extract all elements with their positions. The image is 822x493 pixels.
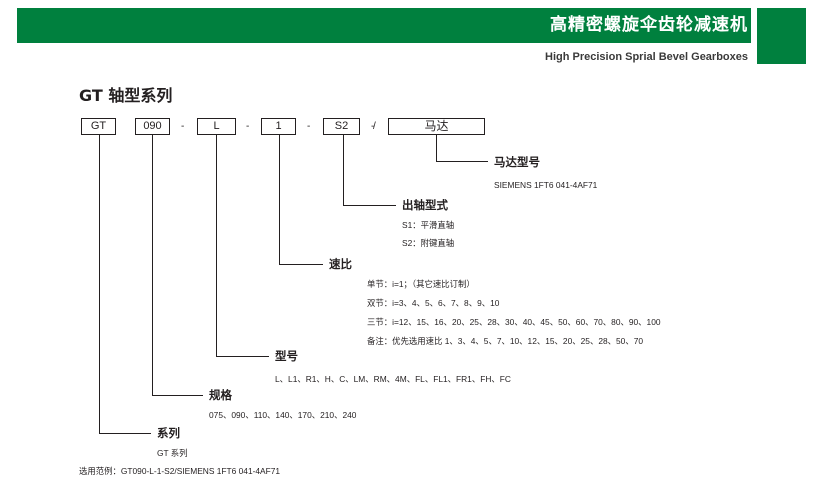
connector-line-model: [216, 356, 269, 357]
connector-line-shaft: [343, 205, 396, 206]
code-box-model: L: [197, 118, 236, 135]
code-box-shaft: S2: [323, 118, 360, 135]
code-box-motor: 马达: [388, 118, 485, 135]
header-accent-square: [757, 8, 806, 64]
separator: -: [246, 121, 250, 132]
ratio-detail: 单节：i=1；（其它速比订制）: [367, 279, 475, 289]
shaft-label: 出轴型式: [402, 198, 448, 212]
series-label: 系列: [157, 426, 180, 440]
ratio-detail: 三节：i=12、15、16、20、25、28、30、40、45、50、60、70…: [367, 317, 661, 327]
ratio-label: 速比: [329, 257, 352, 271]
model-label: 型号: [275, 349, 298, 363]
connector-line-motor: [436, 135, 437, 161]
motor-label: 马达型号: [494, 155, 540, 169]
connector-line-ratio: [279, 264, 323, 265]
ratio-detail: 备注：优先选用速比 1、3、4、5、7、10、12、15、20、25、28、50…: [367, 336, 644, 346]
model-detail: L、L1、R1、H、C、LM、RM、4M、FL、FL1、FR1、FH、FC: [275, 374, 511, 384]
example-text: 选用范例：GT090-L-1-S2/SIEMENS 1FT6 041-4AF71: [79, 466, 281, 476]
header-bar: [17, 8, 751, 43]
shaft-detail: S2：附键直轴: [402, 238, 455, 248]
shaft-detail: S1：平滑直轴: [402, 220, 455, 230]
separator: -: [371, 121, 375, 132]
separator: -: [181, 121, 185, 132]
connector-line-ratio: [279, 135, 280, 264]
connector-line-series: [99, 433, 151, 434]
code-box-ratio: 1: [261, 118, 296, 135]
page-title: 高精密螺旋伞齿轮减速机: [550, 15, 748, 35]
motor-detail: SIEMENS 1FT6 041-4AF71: [494, 180, 598, 190]
section-title: GT 轴型系列: [79, 86, 173, 105]
page-subtitle: High Precision Sprial Bevel Gearboxes: [545, 51, 748, 63]
connector-line-spec: [152, 395, 203, 396]
connector-line-spec: [152, 135, 153, 395]
ratio-detail: 双节：i=3、4、5、6、7、8、9、10: [367, 298, 500, 308]
spec-label: 规格: [209, 388, 232, 402]
connector-line-series: [99, 135, 100, 433]
connector-line-shaft: [343, 135, 344, 205]
connector-line-model: [216, 135, 217, 356]
connector-line-motor: [436, 161, 488, 162]
code-box-spec: 090: [135, 118, 170, 135]
spec-detail: 075、090、110、140、170、210、240: [209, 410, 357, 420]
separator: /: [373, 121, 376, 132]
series-detail: GT 系列: [157, 448, 188, 458]
separator: -: [307, 121, 311, 132]
code-box-series: GT: [81, 118, 116, 135]
